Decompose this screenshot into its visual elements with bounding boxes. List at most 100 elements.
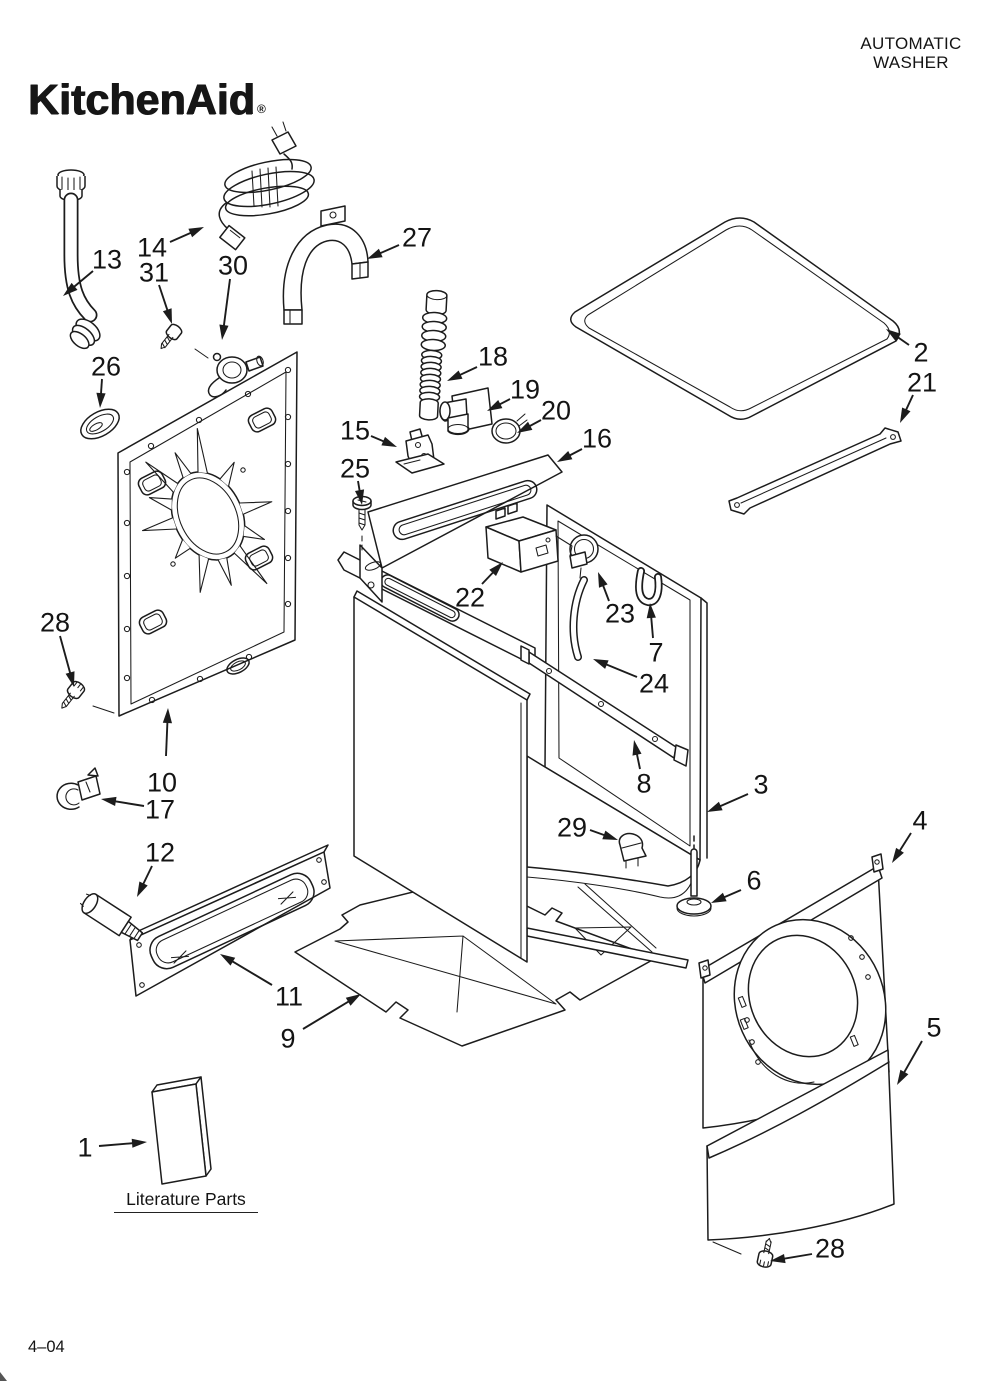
callout-9-arrowhead [345,994,361,1006]
cord-bracket-part [395,428,445,474]
callout-25-arrowhead [355,489,365,505]
document-title: AUTOMATIC WASHER [843,34,979,72]
shipping-strap-part [520,645,689,767]
cord-clamp-part [207,352,264,398]
callout-13-arrowhead [63,282,78,296]
callout-11-leader [227,957,273,986]
floor-clip-part [618,832,647,869]
callout-1-literature-pack: 1 [77,1133,92,1163]
callout-8-arrowhead [632,740,642,756]
drain-hose-clip-part [282,205,369,325]
callout-10-leader [165,716,169,757]
callout-31-screw-clamp: 31 [139,258,169,288]
shipping-damper-part [79,893,144,942]
callout-23-arrowhead [598,572,608,588]
callout-3-arrowhead [707,801,723,812]
top-trim-part [359,454,563,603]
callout-11-toe-panel: 11 [275,982,303,1012]
callout-28-screw-front: 28 [815,1234,845,1264]
callout-1-arrowhead [131,1138,147,1148]
callout-5-arrowhead [897,1069,909,1085]
front-panel-part [698,853,890,1129]
callout-17-arrowhead [101,796,117,806]
power-cord-part [218,121,315,251]
callout-28-arrowhead [770,1254,786,1264]
callout-30-leader [222,278,231,332]
callout-28-arrowhead [65,671,75,687]
callout-19-arrowhead [487,400,503,411]
callout-30-cord-clamp: 30 [218,251,248,281]
callout-16-arrowhead [557,451,573,462]
callout-9-shipping-base: 9 [280,1024,295,1054]
callout-16-top-trim: 16 [582,424,612,454]
page-edge-mark [0,1372,7,1381]
fill-tube-part [569,576,588,661]
callout-12-arrowhead [137,881,148,897]
registered-mark: ® [256,102,266,116]
drain-hose-part [418,289,448,421]
screw-28-rear-leader [92,705,115,714]
callout-24-leader [600,661,638,678]
callout-6-arrowhead [711,892,727,903]
document-title-line2: WASHER [873,53,949,72]
callout-24-arrowhead [593,659,609,669]
hose-elbow-part [439,387,493,436]
callout-10-arrowhead [162,708,172,724]
retainer-clip-part [56,767,101,811]
callout-4-front-panel: 4 [912,806,927,836]
callout-31-arrowhead [162,308,172,324]
callout-2-arrowhead [886,329,901,342]
callout-19-hose-elbow: 19 [510,375,540,405]
callout-21-arrowhead [900,407,911,423]
callout-26-arrowhead [96,392,106,408]
callout-28-leader [59,635,73,679]
callout-20-arrowhead [517,421,533,433]
callout-26-grommet: 26 [91,352,121,382]
screw-28-front-leader [712,1241,742,1255]
callout-29-floor-clip: 29 [557,813,587,843]
leveling-foot-part [676,835,712,917]
callout-14-arrowhead [188,227,204,238]
callout-22-switch: 22 [455,583,485,613]
callout-21-top-panel-brace: 21 [907,368,937,398]
callout-22-arrowhead [489,562,503,576]
callout-11-arrowhead [220,954,236,966]
callout-2-top-panel: 2 [913,338,928,368]
callout-18-drain-hose: 18 [478,342,508,372]
water-inlet-part [569,534,599,579]
literature-pack-part [151,1076,212,1185]
callout-13-inlet-hose: 13 [92,245,122,275]
callout-7-arrowhead [646,603,656,619]
top-panel-brace-part [728,427,902,515]
screw-31-leader [194,348,209,359]
top-panel-part [570,217,901,420]
switch-part [485,502,573,573]
starburst [141,427,273,593]
rear-panel-part [117,351,298,717]
toe-panel-part [129,844,331,997]
callout-5-lower-access-panel: 5 [926,1013,941,1043]
callout-8-shipping-strap: 8 [636,769,651,799]
brand-logo: KitchenAid® [28,76,266,125]
callout-15-arrowhead [381,436,397,447]
callout-28-screw-rear: 28 [40,608,70,638]
brand-logo-text: KitchenAid [28,76,255,124]
hose-hook-part [635,567,663,606]
callout-25-screw: 25 [340,454,370,484]
screw-28-rear-part [61,680,86,709]
callout-17-retainer-clip: 17 [145,795,175,825]
callout-7-hose-hook: 7 [648,638,663,668]
document-title-line1: AUTOMATIC [860,34,962,53]
callout-9-leader [302,997,354,1030]
footer-date-code: 4–04 [28,1338,65,1356]
callout-20-hose-clamp: 20 [541,396,571,426]
callout-27-drain-hose-clip: 27 [402,223,432,253]
screw-31-part [160,323,183,350]
literature-parts-label: Literature Parts [114,1189,258,1213]
screw-28-front-part [756,1237,774,1268]
callout-14-power-cord: 14 [137,233,167,263]
callout-12-shipping-damper: 12 [145,838,175,868]
callout-29-arrowhead [602,830,618,840]
